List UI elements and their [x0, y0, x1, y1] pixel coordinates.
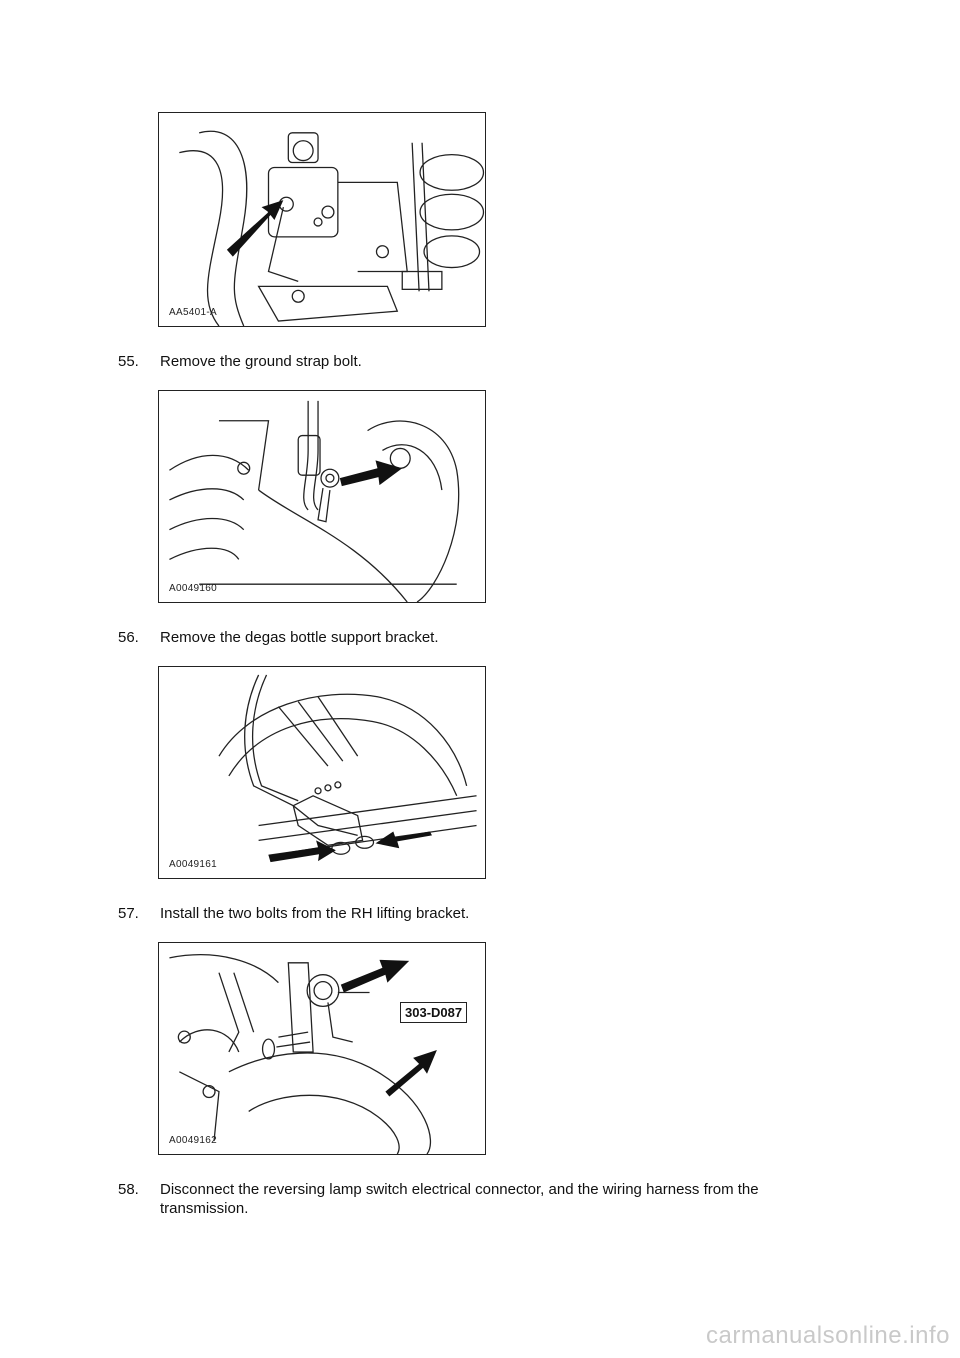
figure-code: A0049160: [169, 583, 218, 594]
step-text: Install the two bolts from the RH liftin…: [160, 905, 470, 922]
figure-illustration: 303-D087 A0049162: [158, 942, 486, 1155]
step-text: Remove the ground strap bolt.: [160, 353, 362, 370]
step-number: 56.: [118, 629, 139, 646]
figure-drawing: [218, 674, 477, 863]
step-text: Disconnect the reversing lamp switch ele…: [160, 1181, 759, 1217]
figure-illustration: A0049160: [158, 390, 486, 603]
instruction-step: 57. Install the two bolts from the RH li…: [118, 904, 838, 923]
step-number: 58.: [118, 1181, 139, 1198]
figure-drawing: [169, 954, 437, 1154]
step-text: Remove the degas bottle support bracket.: [160, 629, 439, 646]
figure-code: A0049162: [169, 1135, 218, 1146]
figure-illustration: AA5401-A: [158, 112, 486, 327]
tool-callout-label: 303-D087: [400, 1002, 468, 1023]
instruction-step: 55. Remove the ground strap bolt.: [118, 352, 838, 371]
figure-illustration: A0049161: [158, 666, 486, 879]
figure-drawing: [169, 400, 460, 602]
figure-code: A0049161: [169, 859, 218, 870]
figure-drawing: [179, 130, 485, 326]
step-number: 55.: [118, 353, 139, 370]
instruction-step: 56. Remove the degas bottle support brac…: [118, 628, 838, 647]
step-number: 57.: [118, 905, 139, 922]
instruction-step: 58. Disconnect the reversing lamp switch…: [118, 1180, 838, 1218]
figure-code: AA5401-A: [169, 307, 217, 318]
watermark: carmanualsonline.info: [706, 1322, 950, 1349]
